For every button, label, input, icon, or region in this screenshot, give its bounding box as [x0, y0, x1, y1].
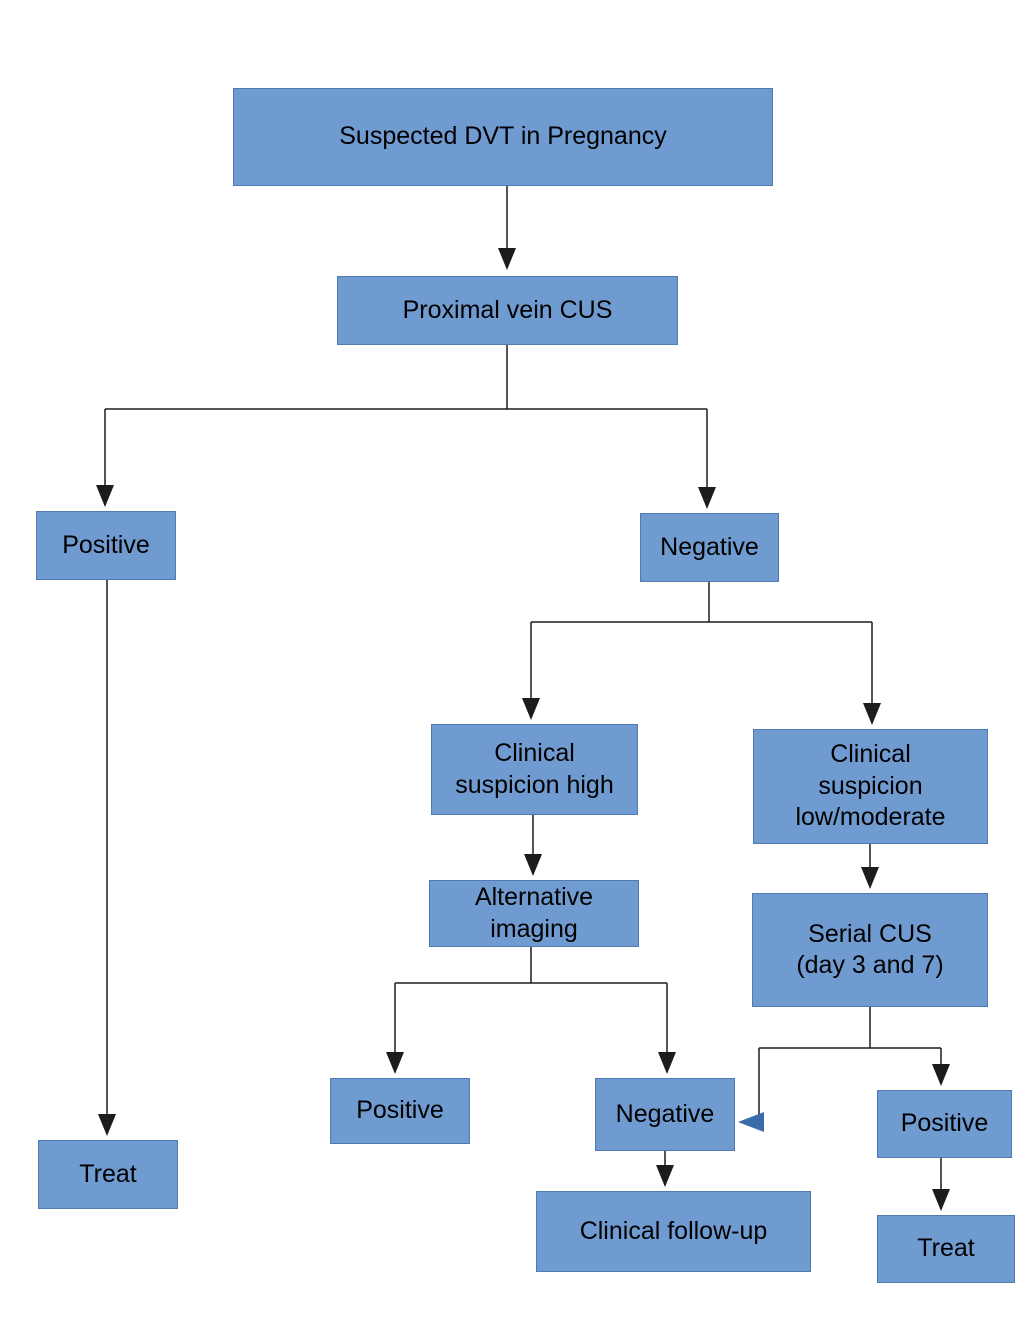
node-suspected-dvt: Suspected DVT in Pregnancy	[233, 88, 773, 186]
node-clinical-suspicion-low-moderate: Clinical suspicion low/moderate	[753, 729, 988, 844]
node-negative-cus: Negative	[640, 513, 779, 582]
node-positive-cus: Positive	[36, 511, 176, 580]
node-treat-right: Treat	[877, 1215, 1015, 1283]
node-clinical-followup: Clinical follow-up	[536, 1191, 811, 1272]
node-serial-cus: Serial CUS (day 3 and 7)	[752, 893, 988, 1007]
node-negative-imaging: Negative	[595, 1078, 735, 1151]
node-alternative-imaging: Alternative imaging	[429, 880, 639, 947]
node-proximal-vein-cus: Proximal vein CUS	[337, 276, 678, 345]
feedback-left-arrowhead	[738, 1112, 764, 1132]
node-positive-serial: Positive	[877, 1090, 1012, 1158]
node-positive-imaging: Positive	[330, 1078, 470, 1144]
node-treat-left: Treat	[38, 1140, 178, 1209]
node-clinical-suspicion-high: Clinical suspicion high	[431, 724, 638, 815]
